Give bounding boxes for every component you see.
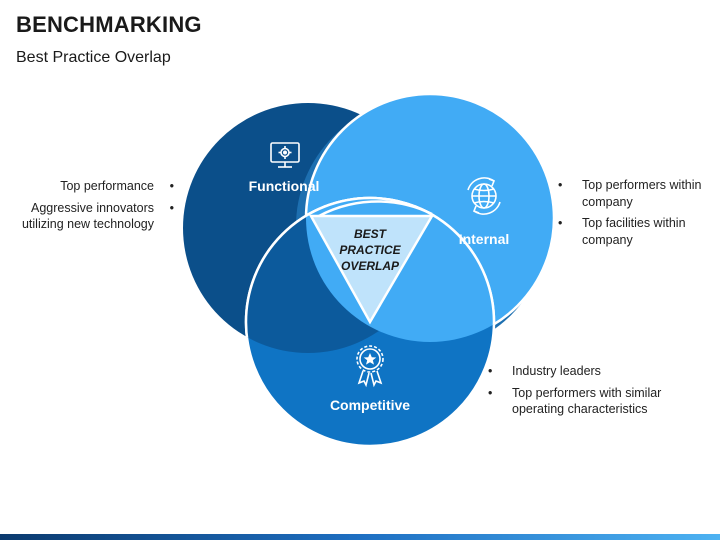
center-triangle: [308, 214, 435, 325]
page-title: BENCHMARKING: [16, 12, 202, 37]
functional-points-list: Top performance Aggressive innovators ut…: [0, 178, 174, 238]
internal-label: Internal: [458, 231, 510, 247]
list-item: Industry leaders: [488, 363, 662, 380]
globe-arrows-icon: [467, 177, 501, 215]
center-label: BEST PRACTICE OVERLAP: [322, 226, 418, 274]
competitive-label: Competitive: [329, 397, 411, 413]
center-label-line: BEST: [353, 227, 386, 241]
center-label-line: PRACTICE: [339, 243, 401, 257]
award-ribbon-icon: [356, 345, 384, 388]
center-label-line: OVERLAP: [340, 259, 399, 273]
footer-bar: [0, 534, 720, 540]
list-item: Top facilities within company: [558, 215, 718, 248]
list-item: Top performance: [0, 178, 174, 195]
page-subtitle: Best Practice Overlap: [16, 49, 171, 66]
internal-points-list: Top performers within company Top facili…: [558, 177, 718, 253]
list-item: Top performers with similar operating ch…: [488, 385, 662, 418]
list-item: Aggressive innovators utilizing new tech…: [0, 200, 174, 233]
computer-settings-icon: [270, 142, 300, 168]
functional-label: Functional: [248, 178, 320, 194]
competitive-points-list: Industry leaders Top performers with sim…: [488, 363, 662, 423]
functional-arc: [311, 200, 433, 222]
list-item: Top performers within company: [558, 177, 718, 210]
